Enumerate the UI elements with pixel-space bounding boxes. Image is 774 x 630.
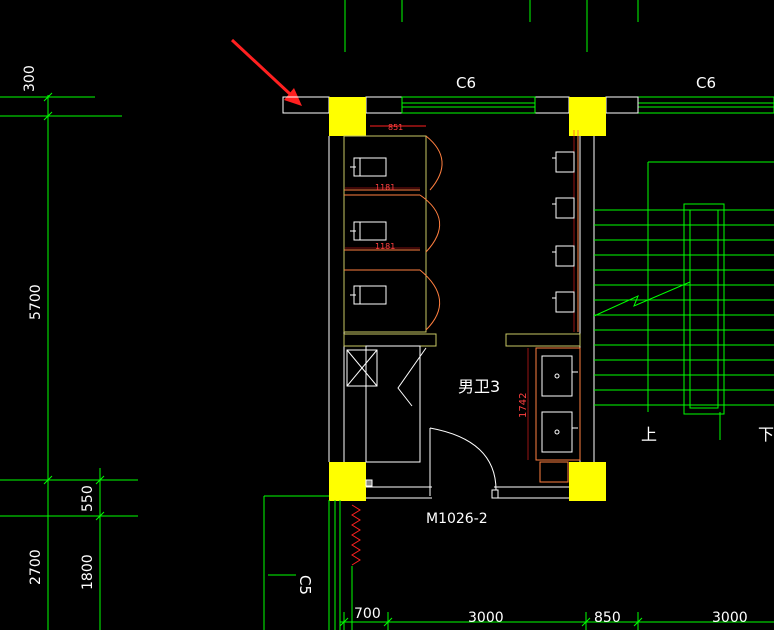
dim-851: 851 (388, 123, 403, 132)
left-dimension-chain (0, 92, 138, 630)
dim-300: 300 (22, 65, 38, 92)
stair-well (593, 161, 774, 440)
wash-basin-icon (541, 355, 578, 397)
toilet-icon (350, 285, 387, 305)
column-bottom-left (329, 462, 366, 501)
toilet-icon (350, 221, 387, 241)
label-c6-right: C6 (696, 74, 716, 92)
urinal-icon (552, 151, 575, 173)
dim-1800: 1800 (80, 554, 96, 590)
dim-550: 550 (80, 485, 96, 512)
column-top-left (329, 97, 366, 136)
mop-closet-door (397, 347, 427, 407)
dim-2700: 2700 (28, 549, 44, 585)
urinal-bank (552, 130, 579, 332)
window-c5 (263, 495, 341, 630)
label-door-m1026: M1026-2 (426, 511, 488, 527)
dim-3000-a: 3000 (468, 610, 504, 626)
dim-1181-a: 1181 (375, 183, 395, 192)
dim-5700: 5700 (28, 284, 44, 320)
stair-up-label: 上 (641, 425, 657, 444)
vanity-counter (527, 347, 581, 483)
toilet-icon (350, 157, 387, 177)
mop-closet-wall (365, 345, 421, 463)
shower-cubicle (346, 349, 378, 387)
column-bottom-right (569, 462, 606, 501)
room-name: 男卫3 (458, 377, 500, 396)
dim-1742: 1742 (518, 393, 529, 418)
window-c6-right (637, 96, 774, 114)
drain-pipe (351, 504, 361, 630)
top-grid-lines (344, 0, 639, 52)
annotation-arrow-icon (230, 38, 302, 106)
wash-basin-icon (541, 411, 578, 453)
stair-down-label: 下 (758, 425, 774, 444)
label-c5: C5 (296, 575, 314, 595)
column-top-right (569, 97, 606, 136)
dim-850: 850 (594, 610, 621, 626)
mid-partition (343, 333, 581, 347)
toilet-stalls (343, 125, 443, 333)
urinal-icon (552, 291, 575, 313)
door-m1026 (365, 427, 499, 499)
dim-1181-b: 1181 (375, 242, 395, 251)
bottom-dimension-chain (339, 612, 774, 630)
urinal-icon (552, 245, 575, 267)
label-c6-left: C6 (456, 74, 476, 92)
dim-700: 700 (354, 606, 381, 622)
top-wall (282, 96, 570, 114)
structural-columns (329, 97, 606, 501)
toilet-fixtures (350, 157, 387, 305)
wall-segment-right-top (605, 96, 639, 114)
window-c6-left (401, 96, 536, 114)
urinal-icon (552, 197, 575, 219)
dim-3000-b: 3000 (712, 610, 748, 626)
